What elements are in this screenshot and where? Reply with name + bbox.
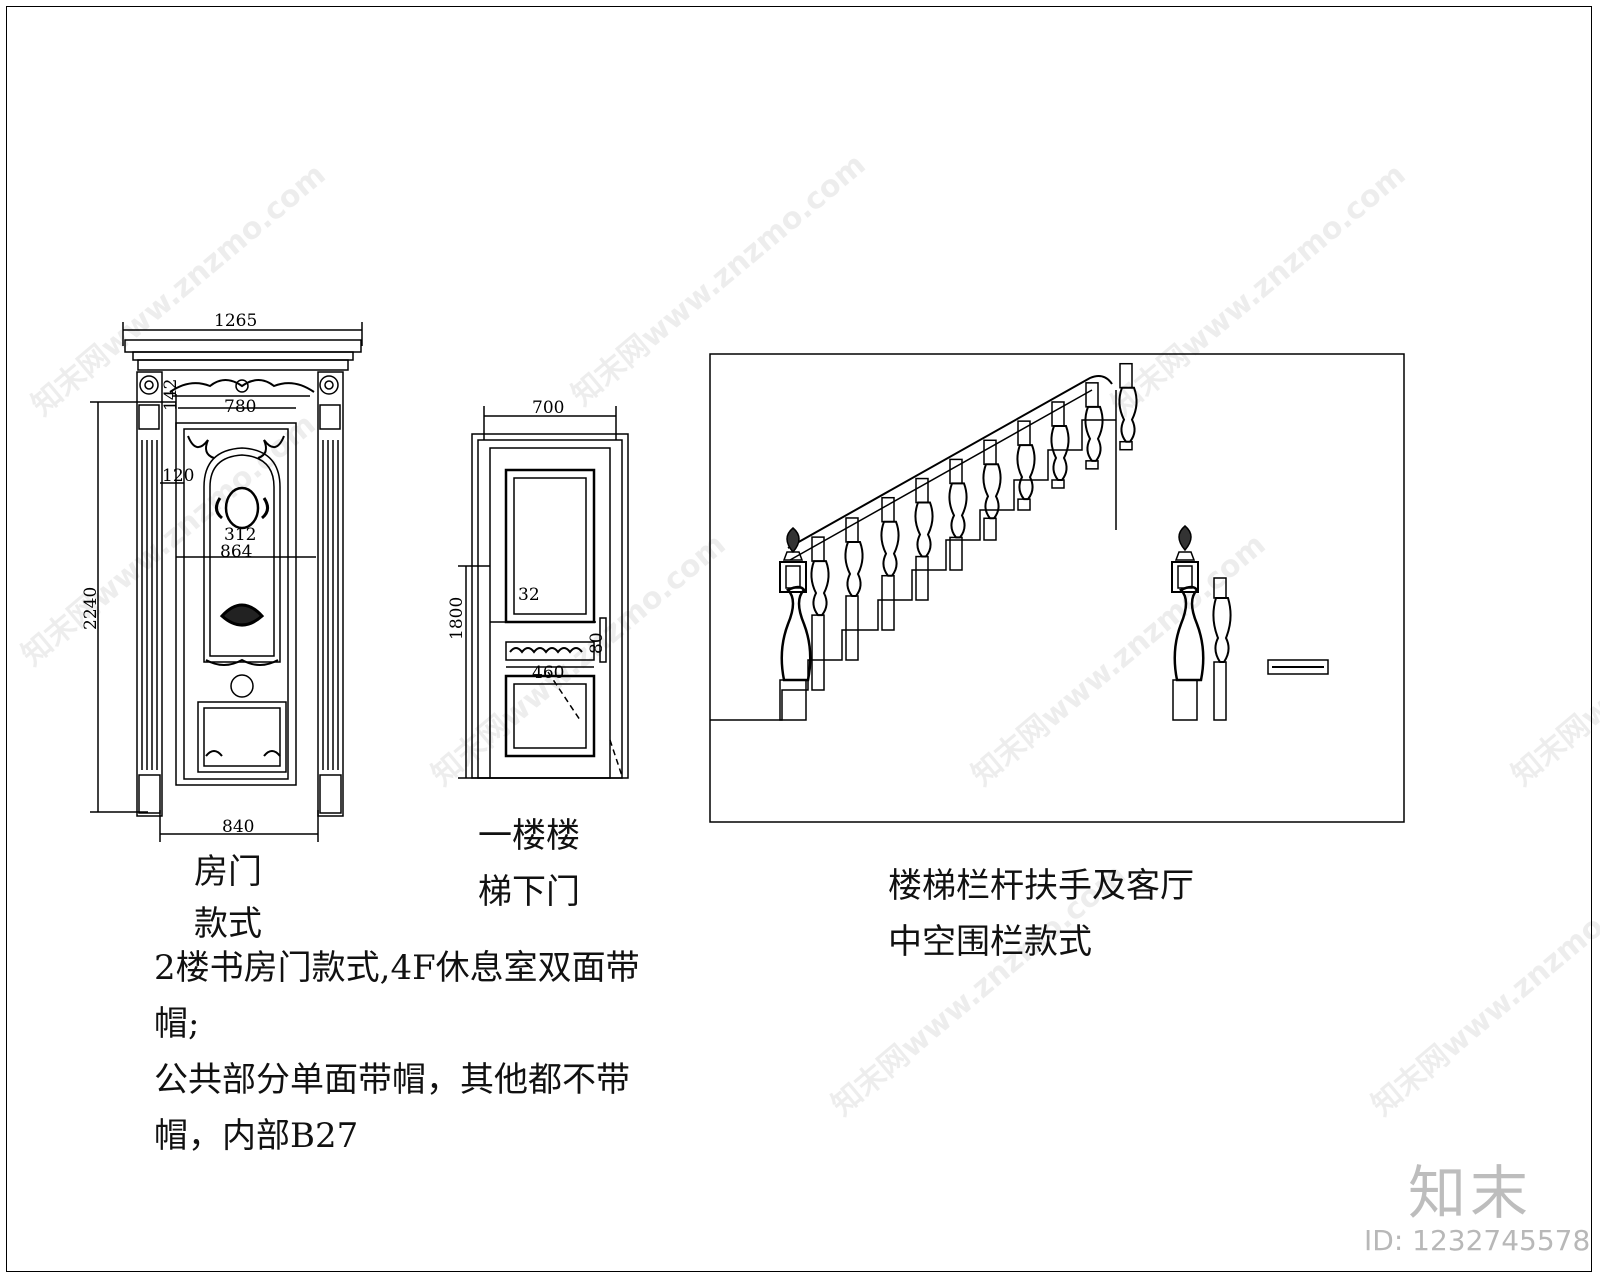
baluster bbox=[982, 439, 1002, 541]
note-line-3: 公共部分单面带帽，其他都不带 bbox=[154, 1060, 630, 1100]
note-line-1: 2楼书房门款式,4F休息室双面带 bbox=[154, 948, 640, 988]
baluster bbox=[1084, 382, 1104, 470]
dim-864: 864 bbox=[220, 542, 252, 562]
room-door-dimensions: 1265 780 142 120 312 864 2240 840 bbox=[81, 311, 257, 837]
railing-caption-line1: 楼梯栏杆扶手及客厅 bbox=[888, 866, 1194, 906]
detached-parts bbox=[1171, 525, 1329, 721]
note-line-4: 帽，内部B27 bbox=[154, 1116, 359, 1156]
baluster bbox=[1016, 420, 1036, 511]
baluster bbox=[844, 517, 864, 661]
railing-caption-line2: 中空围栏款式 bbox=[888, 922, 1092, 962]
stair-door-dimensions: 700 1800 32 80 460 bbox=[447, 398, 607, 683]
brand-logo: 知末 bbox=[1408, 1159, 1533, 1227]
room-door-caption-line1: 房门 bbox=[194, 852, 262, 892]
stair-door bbox=[458, 406, 629, 779]
balusters bbox=[810, 362, 1138, 691]
baluster bbox=[948, 458, 968, 571]
stair-door-caption-line2: 梯下门 bbox=[478, 872, 580, 912]
dim-780: 780 bbox=[224, 397, 256, 417]
baluster bbox=[880, 496, 900, 631]
drawing-frame bbox=[6, 6, 1592, 1272]
baluster bbox=[810, 536, 830, 691]
baluster bbox=[914, 477, 934, 601]
dim-1800: 1800 bbox=[447, 597, 467, 640]
dim-2240: 2240 bbox=[81, 587, 101, 630]
dim-312: 312 bbox=[224, 525, 256, 545]
note-line-2: 帽; bbox=[154, 1004, 200, 1044]
room-door bbox=[90, 322, 363, 842]
image-id-label: ID: 1232745578 bbox=[1364, 1224, 1591, 1257]
dim-460: 460 bbox=[532, 663, 564, 683]
dim-120: 120 bbox=[162, 466, 194, 486]
railing-elevation bbox=[709, 353, 1405, 823]
baluster bbox=[1050, 401, 1070, 489]
dim-1265: 1265 bbox=[214, 311, 257, 331]
baluster bbox=[1118, 362, 1138, 451]
dim-32: 32 bbox=[518, 585, 540, 605]
dim-700: 700 bbox=[532, 398, 564, 418]
room-door-caption-line2: 款式 bbox=[194, 904, 262, 944]
dim-840: 840 bbox=[222, 817, 254, 837]
dim-142: 142 bbox=[161, 379, 181, 411]
dim-80: 80 bbox=[587, 632, 607, 654]
stair-door-caption-line1: 一楼楼 bbox=[478, 816, 580, 856]
